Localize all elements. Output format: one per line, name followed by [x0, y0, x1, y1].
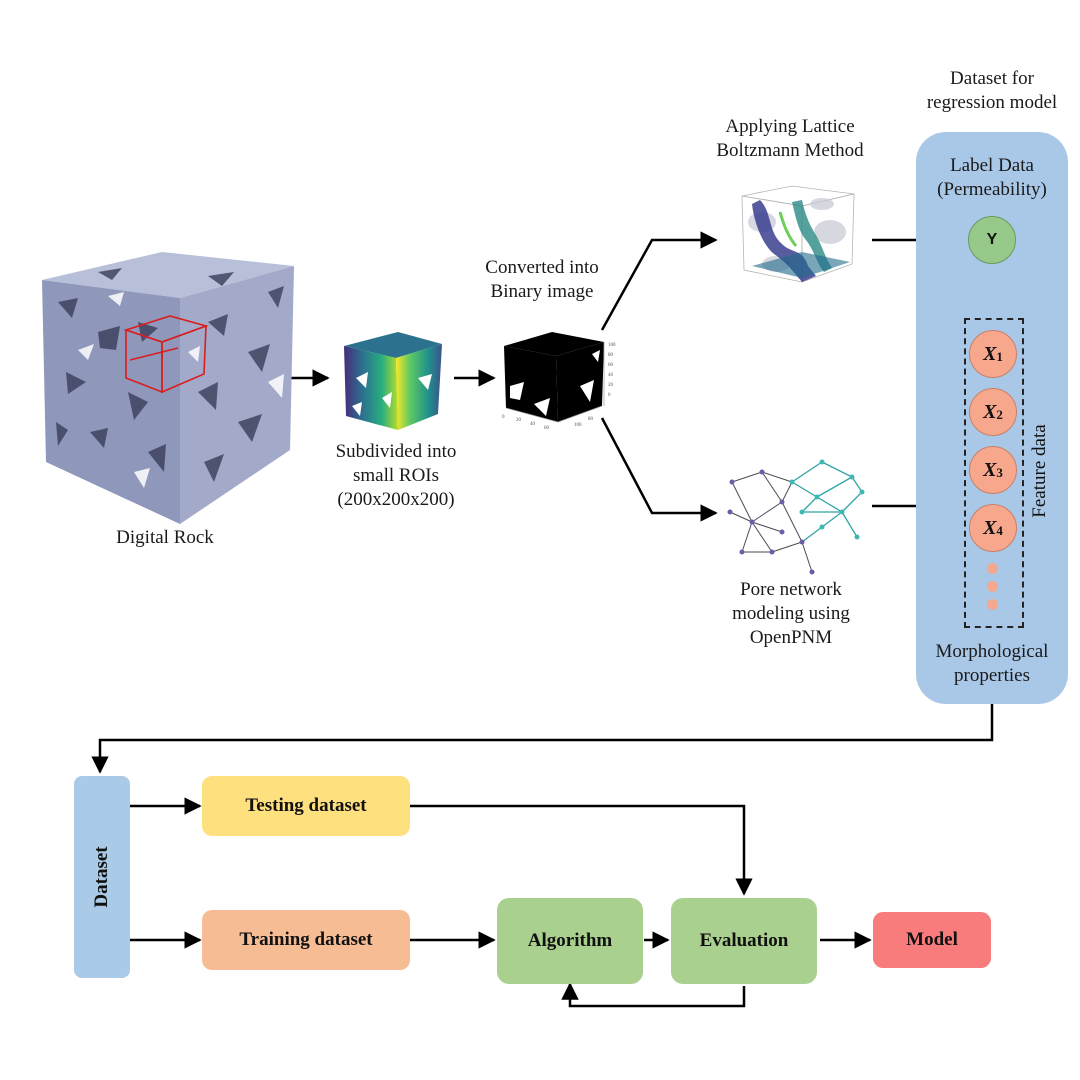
dataset-bar: Dataset	[74, 776, 130, 978]
feature-data-label: Feature data	[1029, 424, 1050, 518]
digital-rock-cube-icon	[42, 252, 294, 524]
evaluation-box: Evaluation	[671, 898, 817, 984]
feature-ellipsis-dot	[987, 599, 998, 610]
svg-text:80: 80	[608, 353, 614, 358]
feature-x1-symbol: X	[983, 342, 997, 365]
feature-ellipsis-dot	[987, 563, 998, 574]
label-y-circle: Y	[968, 216, 1016, 264]
arrow-testing-to-evaluation	[410, 804, 753, 896]
svg-text:100: 100	[574, 423, 582, 428]
arrow-binary-to-lbm	[600, 231, 718, 331]
label-data-text: Label Data(Permeability)	[937, 155, 1047, 200]
svg-text:100: 100	[608, 343, 616, 348]
feature-x4-sub: 4	[996, 523, 1003, 538]
svg-text:0: 0	[502, 415, 505, 420]
feature-x3-sub: 3	[996, 465, 1003, 480]
svg-text:20: 20	[608, 383, 614, 388]
algorithm-box: Algorithm	[497, 898, 643, 984]
label-y-symbol: Y	[986, 231, 998, 248]
digital-rock-caption: Digital Rock	[116, 527, 214, 548]
arrow-panel-to-dataset	[91, 704, 994, 774]
model-box: Model	[873, 912, 991, 968]
svg-text:20: 20	[516, 418, 522, 423]
feature-x3-symbol: X	[983, 458, 997, 481]
svg-text:40: 40	[530, 422, 536, 427]
feature-x2-sub: 2	[996, 407, 1003, 422]
arrow-evaluation-feedback	[561, 982, 746, 1008]
svg-text:60: 60	[608, 363, 614, 368]
pore-network-graph-icon	[727, 459, 865, 575]
svg-text:0: 0	[608, 393, 611, 398]
binary-image-plot-icon: 0 20 40 60 100 80 60 40 20 0 100 80	[502, 332, 616, 431]
svg-text:60: 60	[544, 426, 550, 431]
roi-gradient-cube-icon	[344, 332, 442, 430]
feature-x1-sub: 1	[996, 349, 1003, 364]
training-dataset-box: Training dataset	[202, 910, 410, 970]
feature-x2-symbol: X	[983, 400, 997, 423]
feature-x4-symbol: X	[983, 516, 997, 539]
svg-text:40: 40	[608, 373, 614, 378]
arrow-binary-to-pnm	[600, 417, 718, 522]
lbm-flow-cube-icon	[741, 185, 855, 283]
dataset-label: Dataset	[91, 846, 112, 908]
feature-ellipsis-dot	[987, 581, 998, 592]
svg-text:80: 80	[588, 417, 594, 422]
feature-group-frame	[964, 318, 1024, 628]
testing-dataset-box: Testing dataset	[202, 776, 410, 836]
